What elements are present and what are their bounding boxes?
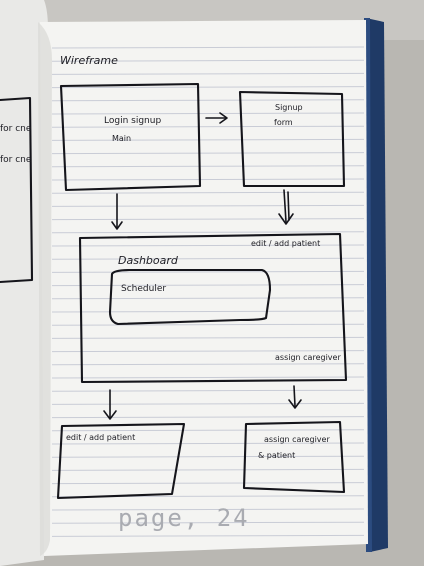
arrow-dashboard-to-edit	[103, 389, 117, 420]
arrow-login-to-dashboard	[111, 193, 123, 230]
ruled-line	[51, 244, 365, 247]
ruled-line	[51, 86, 365, 89]
left-note-2: for cne	[0, 155, 32, 165]
arrow-signup-to-dashboard	[278, 189, 294, 225]
login-label: Login signup	[104, 116, 161, 126]
dashboard-box	[78, 232, 348, 384]
ruled-line	[51, 284, 365, 287]
ruled-line	[51, 218, 365, 221]
ruled-line	[51, 72, 365, 75]
login-sublabel: Main	[112, 134, 131, 143]
assign-sublabel: & patient	[258, 451, 295, 460]
signup-box	[238, 90, 346, 188]
ruled-line	[51, 521, 365, 524]
ruled-line	[51, 138, 365, 141]
ruled-line	[51, 204, 365, 207]
ruled-line	[51, 508, 365, 511]
ruled-line	[51, 350, 365, 353]
ruled-line	[51, 402, 365, 405]
ruled-line	[51, 112, 365, 115]
ruled-line	[51, 152, 365, 155]
ruled-line	[51, 376, 365, 379]
left-note-1: for cne	[0, 124, 32, 134]
assign-label: assign caregiver	[264, 435, 330, 444]
ruled-line	[51, 178, 365, 181]
ruled-line	[51, 99, 365, 102]
ruled-line	[51, 455, 365, 458]
ruled-line	[51, 125, 365, 128]
scheduler-label: Scheduler	[121, 284, 166, 294]
edit-patient-box	[56, 422, 186, 500]
left-page	[0, 0, 48, 566]
ruled-line	[51, 191, 365, 194]
dashboard-assign-label: assign caregiver	[275, 353, 341, 362]
signup-sublabel: form	[274, 118, 293, 127]
right-page	[40, 20, 368, 556]
ruled-line	[51, 165, 365, 168]
edit-patient-label: edit / add patient	[66, 433, 135, 442]
ruled-line	[51, 534, 365, 537]
left-page-box	[0, 96, 34, 284]
ruled-line	[51, 270, 365, 273]
scheduler-box	[108, 268, 272, 326]
ruled-line	[51, 389, 365, 392]
ruled-line	[51, 416, 365, 419]
ruled-line	[51, 363, 365, 366]
ruled-line	[51, 257, 365, 260]
login-box	[59, 82, 202, 192]
dashboard-edit-label: edit / add patient	[251, 239, 320, 248]
arrow-login-to-signup	[205, 112, 228, 124]
ruled-line	[51, 297, 365, 300]
ruled-line	[51, 59, 365, 62]
page-number: page, 24	[118, 504, 250, 532]
ruled-line	[51, 231, 365, 234]
ruled-line	[51, 442, 365, 445]
ruled-line	[51, 429, 365, 432]
ruled-lines	[51, 46, 365, 537]
assign-box	[242, 420, 346, 494]
arrow-dashboard-to-assign	[288, 385, 302, 409]
ruled-line	[51, 336, 365, 339]
ruled-line	[51, 310, 365, 313]
ruled-line	[51, 468, 365, 471]
ruled-line	[51, 46, 365, 49]
wireframe-title: Wireframe	[60, 54, 118, 67]
dashboard-title: Dashboard	[118, 254, 179, 267]
ruled-line	[51, 323, 365, 326]
ruled-line	[51, 482, 365, 485]
signup-label: Signup	[275, 103, 303, 112]
